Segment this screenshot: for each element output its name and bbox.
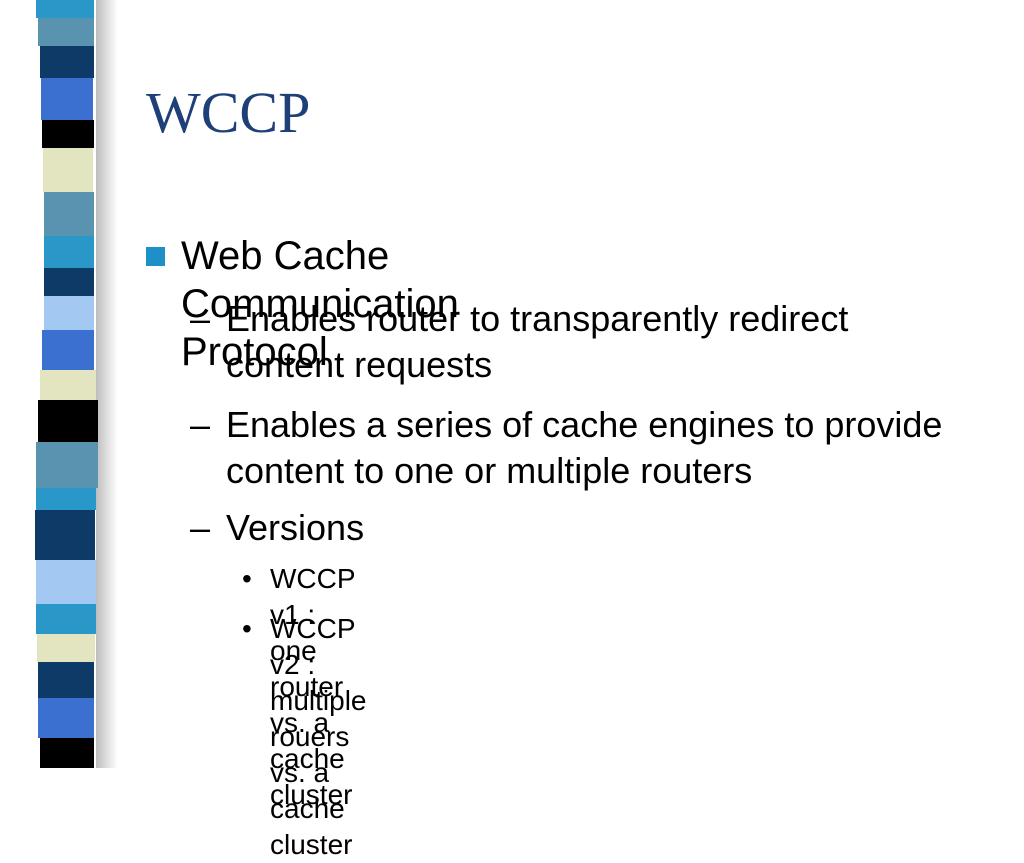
stripe <box>44 296 94 330</box>
stripe <box>36 0 94 18</box>
stripe <box>37 634 95 662</box>
stripe <box>44 268 94 296</box>
stripe <box>36 560 96 604</box>
decorative-bar-shadow <box>96 0 118 768</box>
bullet-level-1: Web Cache Communication Protocol <box>146 232 459 376</box>
bullet-text: Enables router to transparently redirect… <box>226 298 849 385</box>
bullet-level-2: – Versions <box>190 505 990 551</box>
stripe <box>38 698 94 738</box>
stripe <box>35 510 95 560</box>
stripe <box>44 236 94 268</box>
stripe <box>42 120 94 148</box>
stripe <box>42 330 94 370</box>
decorative-striped-bar <box>0 0 100 768</box>
square-bullet-icon <box>146 247 165 266</box>
stripe <box>38 18 94 46</box>
dot-marker: • <box>242 563 252 594</box>
bullet-text: WCCP v2 : multiple rouers vs. a cache cl… <box>270 613 367 860</box>
stripe <box>40 46 94 78</box>
stripe <box>36 604 96 634</box>
dash-marker: – <box>190 404 211 445</box>
bullet-level-2: – Enables router to transparently redire… <box>190 296 990 388</box>
stripe <box>40 738 94 768</box>
slide: WCCP Web Cache Communication Protocol – … <box>0 0 990 860</box>
stripe <box>38 400 98 442</box>
dash-marker: – <box>190 507 211 548</box>
dot-marker: • <box>242 613 252 644</box>
stripe <box>36 488 96 510</box>
bullet-level-3: • WCCP v2 : multiple rouers vs. a cache … <box>242 611 366 863</box>
stripe <box>38 662 94 698</box>
slide-title: WCCP <box>146 80 311 145</box>
bullet-level-2: – Enables a series of cache engines to p… <box>190 402 990 494</box>
stripe <box>36 442 98 488</box>
dash-marker: – <box>190 298 211 339</box>
stripe <box>44 192 94 236</box>
bullet-text: Versions <box>226 507 365 548</box>
bullet-text: Enables a series of cache engines to pro… <box>226 404 943 491</box>
bullet-text: Web Cache Communication Protocol <box>181 234 459 374</box>
stripe <box>43 148 93 192</box>
stripe <box>40 370 96 400</box>
stripe <box>41 78 93 120</box>
